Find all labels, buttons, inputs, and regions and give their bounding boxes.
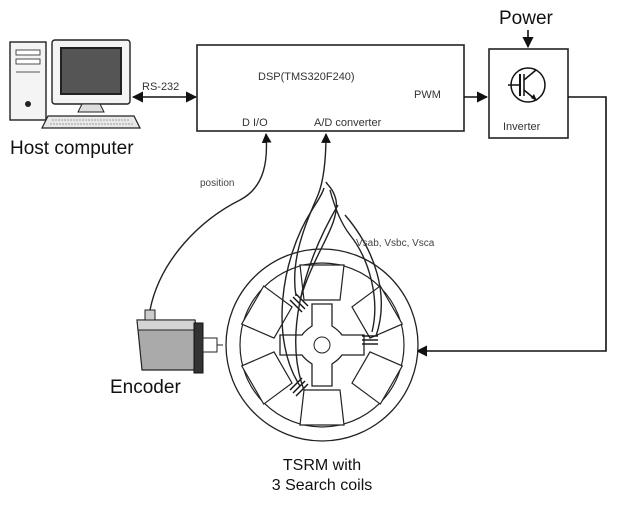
encoder-label: Encoder (110, 377, 181, 398)
dsp-box (196, 44, 465, 132)
transistor-icon (508, 67, 546, 103)
coil-voltage-label: Vsab, Vsbc, Vsca (356, 238, 435, 249)
encoder-icon (136, 309, 218, 374)
position-label: position (200, 178, 234, 189)
search-coil-wires (281, 133, 382, 391)
dsp-title: DSP(TMS320F240) (258, 71, 355, 83)
host-computer-label: Host computer (10, 138, 134, 159)
power-label: Power (499, 8, 554, 29)
motor-caption-line1: TSRM with (283, 457, 361, 474)
motor-caption-line2: 3 Search coils (272, 477, 373, 494)
dsp-dio-label: D I/O (242, 117, 268, 129)
inverter-to-motor-wire (415, 96, 607, 357)
tsrm-motor (225, 248, 419, 442)
position-wire (149, 133, 272, 311)
host-computer-icon (9, 39, 141, 129)
rs232-label: RS-232 (142, 81, 179, 93)
dsp-pwm-label: PWM (414, 89, 441, 101)
dsp-adc-label: A/D converter (314, 117, 382, 129)
inverter-label: Inverter (503, 121, 541, 133)
